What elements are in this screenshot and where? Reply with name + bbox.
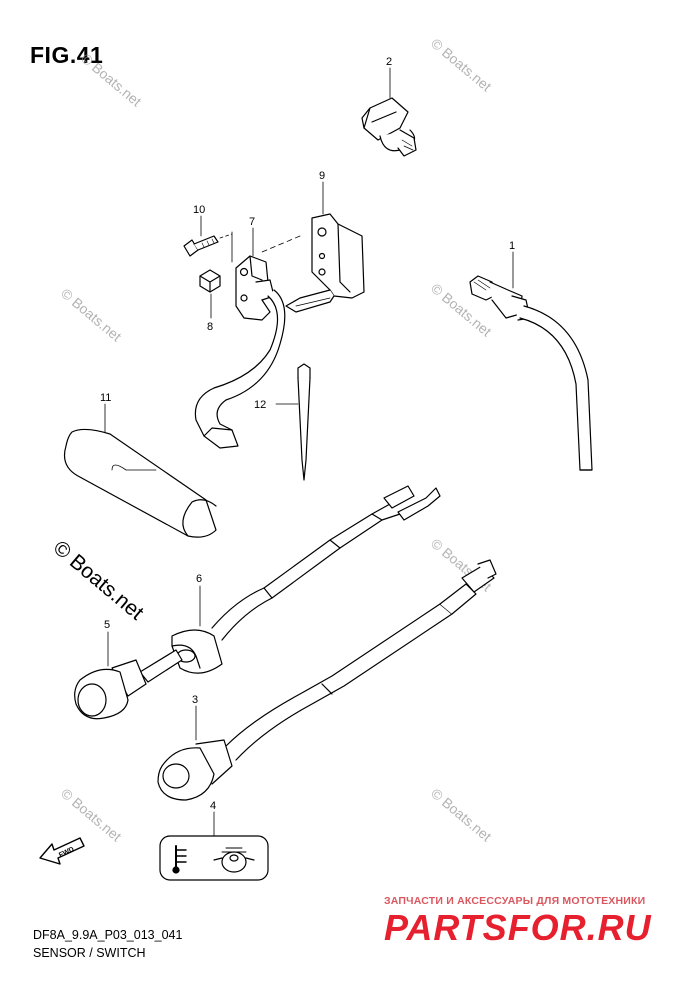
part-4-label-plate[interactable]: [159, 811, 269, 881]
watermark-large: © Boats.net: [49, 536, 148, 624]
part-7-switch[interactable]: [194, 227, 286, 449]
part-2-sensor[interactable]: [361, 67, 417, 157]
part-3-switch[interactable]: [157, 705, 233, 801]
part-8-spacer[interactable]: [199, 269, 221, 319]
part-10-bolt[interactable]: [183, 215, 233, 263]
diagram-subtitle: SENSOR / SWITCH: [33, 946, 146, 960]
part-6-grommet-harness[interactable]: [171, 485, 441, 674]
callout-2: 2: [386, 56, 392, 68]
callout-12: 12: [254, 399, 266, 411]
watermark-7: © Boats.net: [428, 785, 495, 844]
part-11-sleeve[interactable]: [63, 403, 217, 538]
site-logo[interactable]: PARTSFOR.RU: [384, 907, 652, 948]
part-12-cable-tie[interactable]: [275, 363, 311, 481]
watermark-1: © Boats.net: [78, 50, 145, 109]
callout-4: 4: [210, 800, 216, 812]
callout-1: 1: [509, 240, 515, 252]
callout-7: 7: [249, 216, 255, 228]
callout-8: 8: [207, 321, 213, 333]
figure-title: FIG.41: [30, 42, 104, 68]
diagram-code: DF8A_9.9A_P03_013_041: [33, 928, 183, 942]
watermark-6: © Boats.net: [58, 785, 125, 844]
callout-10: 10: [193, 204, 205, 216]
callout-11: 11: [100, 392, 111, 404]
callout-9: 9: [319, 170, 325, 182]
callout-6: 6: [196, 573, 202, 585]
part-5-switch[interactable]: [74, 631, 183, 720]
callout-3: 3: [192, 694, 198, 706]
callout-numbers: 2 9 10 7 1 8 11 12 6 5 3 4: [100, 56, 515, 812]
part-1-sensor[interactable]: [469, 251, 593, 471]
site-tagline: ЗАПЧАСТИ И АКСЕССУАРЫ ДЛЯ МОТОТЕХНИКИ: [384, 895, 646, 907]
part-9-bracket[interactable]: [261, 181, 365, 313]
fwd-arrow-icon: [39, 837, 85, 865]
harness-lower[interactable]: [225, 559, 497, 761]
watermark-2: © Boats.net: [428, 35, 495, 94]
callout-5: 5: [104, 619, 110, 631]
watermark-3: © Boats.net: [58, 285, 125, 344]
